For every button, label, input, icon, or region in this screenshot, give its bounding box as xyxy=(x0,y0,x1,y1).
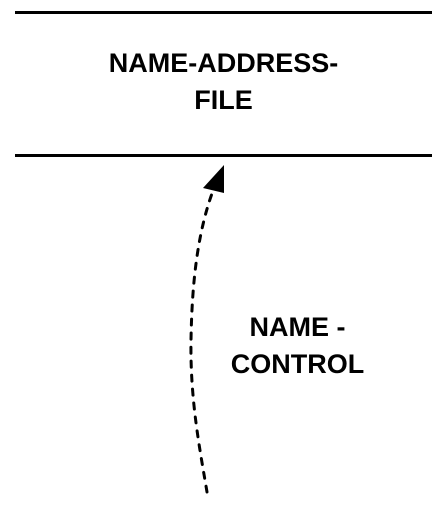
data-store-label: NAME-ADDRESS- FILE xyxy=(0,45,447,119)
arrowhead-icon xyxy=(203,165,224,193)
data-store-label-line1: NAME-ADDRESS- xyxy=(108,48,339,78)
data-flow-dashed-path xyxy=(189,186,216,494)
data-store-bottom-line xyxy=(15,154,432,157)
data-flow-label-line2: CONTROL xyxy=(230,349,365,379)
data-flow-label: NAME - CONTROL xyxy=(205,309,390,383)
data-store-label-line2: FILE xyxy=(194,85,253,115)
data-flow-label-line1: NAME - xyxy=(249,312,346,342)
data-store-top-line xyxy=(15,11,432,14)
